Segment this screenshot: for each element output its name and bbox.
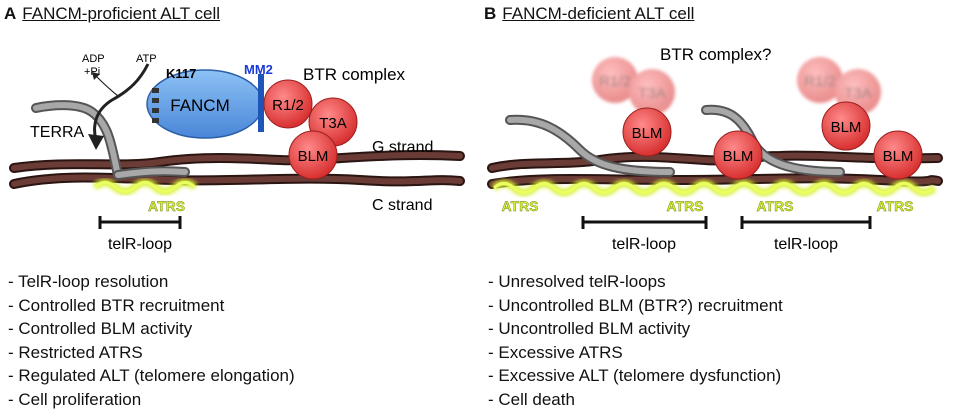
bullet-item: - Uncontrolled BLM activity xyxy=(488,319,691,338)
telr-loop-bracket xyxy=(98,216,182,229)
btr-complex-label: BTR complex xyxy=(303,65,406,84)
atrs-label-3: ATRS xyxy=(756,198,793,214)
atp-label: ATP xyxy=(136,53,157,65)
panel-a-bullet-list: - TelR-loop resolution - Controlled BTR … xyxy=(8,270,295,411)
panel-b-letter: B xyxy=(484,4,497,23)
panel-a: A FANCM-proficient ALT cell xyxy=(0,0,478,418)
bullet-item: - Controlled BTR recruitment xyxy=(8,295,225,315)
telr-loop-label: telR-loop xyxy=(108,236,172,253)
fancm-label: FANCM xyxy=(170,96,230,115)
adp-label: ADP xyxy=(82,53,105,65)
blm-protein-2: BLM xyxy=(713,130,763,180)
t3a-faded-right-label: T3A xyxy=(844,85,872,102)
r12-faded-right-label: R1/2 xyxy=(804,73,836,90)
bullet-item: - Uncontrolled BLM (BTR?) recruitment xyxy=(488,295,783,315)
panel-b-title: FANCM-deficient ALT cell xyxy=(502,4,695,23)
panel-b: B FANCM-deficient ALT cell BTR complex? xyxy=(480,0,957,418)
panel-b-diagram: BTR complex? R1/2 T3A R1/2 T3A xyxy=(487,45,943,253)
telr-loop-label-2: telR-loop xyxy=(774,236,838,253)
blm-label-1: BLM xyxy=(632,125,663,142)
blm-label: BLM xyxy=(298,148,329,165)
atrs-label-1: ATRS xyxy=(501,198,538,214)
btr-complex-question-label: BTR complex? xyxy=(660,45,771,64)
telr-loop-bracket-1 xyxy=(581,216,708,229)
bullet-item: - Regulated ALT (telomere elongation) xyxy=(8,366,295,385)
r12-protein: R1/2 xyxy=(263,79,313,129)
t3a-faded-left-label: T3A xyxy=(638,85,666,102)
r12-faded-left-label: R1/2 xyxy=(599,73,631,90)
telr-loop-bracket-2 xyxy=(740,216,872,229)
k117-label: K117 xyxy=(166,66,196,81)
c-strand-label: C strand xyxy=(372,197,432,214)
blm-protein-1: BLM xyxy=(622,107,672,157)
blm-label-2: BLM xyxy=(723,148,754,165)
blm-label-4: BLM xyxy=(883,148,914,165)
panel-a-letter: A xyxy=(4,4,17,23)
bullet-item: - Excessive ATRS xyxy=(488,342,623,362)
panel-b-heading: B FANCM-deficient ALT cell xyxy=(484,4,694,24)
r12-label: R1/2 xyxy=(272,97,304,114)
atrs-label-4: ATRS xyxy=(876,198,913,214)
atp-arrow xyxy=(93,63,150,141)
panel-a-title: FANCM-proficient ALT cell xyxy=(22,4,221,23)
panel-a-diagram: ADP +Pi ATP FANCM K117 MM2 BTR complex R… xyxy=(9,53,465,253)
mm2-label: MM2 xyxy=(244,62,273,77)
terra-label: TERRA xyxy=(30,124,85,141)
pi-label: +Pi xyxy=(84,66,100,78)
panel-a-heading: A FANCM-proficient ALT cell xyxy=(4,4,220,24)
telr-loop-label-1: telR-loop xyxy=(612,236,676,253)
atrs-label-2: ATRS xyxy=(666,198,703,214)
blm-label-3: BLM xyxy=(831,119,862,136)
bullet-item: - Unresolved telR-loops xyxy=(488,272,666,291)
fancm-protein: FANCM xyxy=(146,69,264,139)
bullet-item: - TelR-loop resolution xyxy=(8,272,169,291)
bullet-item: - Restricted ATRS xyxy=(8,342,143,362)
atrs-label: ATRS xyxy=(148,198,185,214)
blm-protein-4: BLM xyxy=(873,130,923,180)
bullet-item: - Excessive ALT (telomere dysfunction) xyxy=(488,366,782,385)
t3a-label: T3A xyxy=(319,115,347,132)
bullet-item: - Controlled BLM activity xyxy=(8,319,193,338)
faded-btr-left: R1/2 T3A xyxy=(592,57,675,115)
bullet-item: - Cell death xyxy=(488,389,575,409)
bullet-item: - Cell proliferation xyxy=(8,389,142,409)
blm-protein-3: BLM xyxy=(821,101,871,151)
g-strand-label: G strand xyxy=(372,139,433,156)
blm-protein: BLM xyxy=(288,130,338,180)
panel-b-bullet-list: - Unresolved telR-loops - Uncontrolled B… xyxy=(488,270,783,411)
